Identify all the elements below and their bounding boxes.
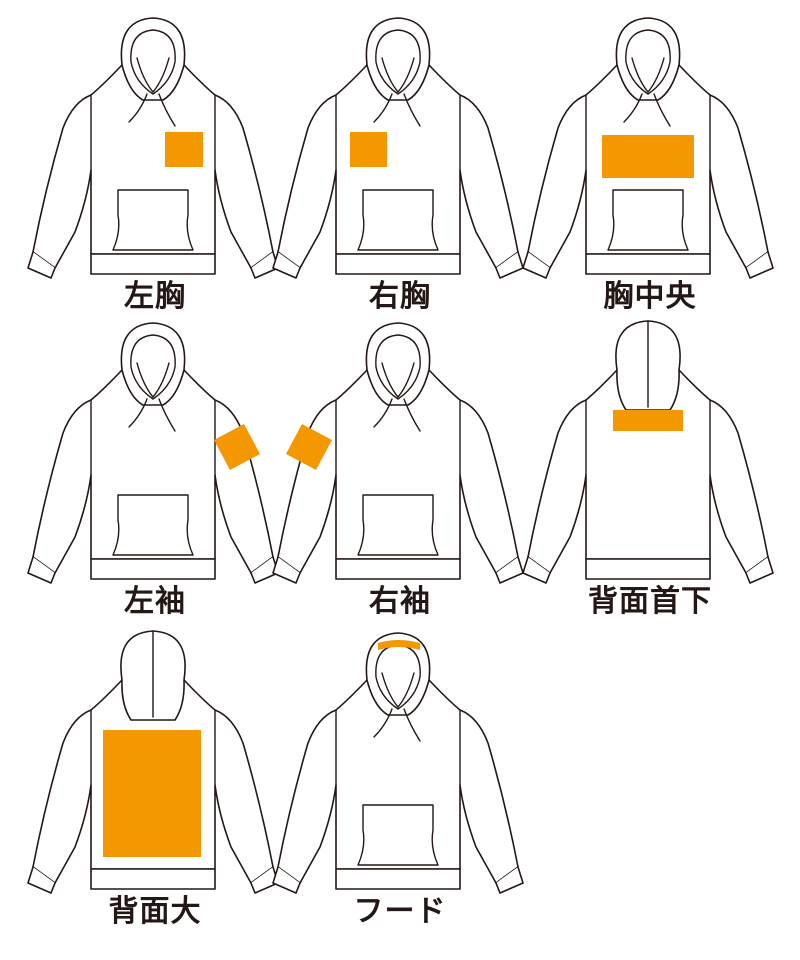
print-area-left-sleeve bbox=[214, 424, 260, 470]
right-cuff bbox=[745, 556, 774, 584]
right-cuff bbox=[495, 251, 524, 279]
placement-label: 右胸 bbox=[369, 279, 431, 314]
drawstring-icon bbox=[403, 708, 421, 742]
print-area-center-chest bbox=[602, 135, 694, 178]
drawstring-icon bbox=[158, 93, 176, 127]
placement-label: フード bbox=[353, 894, 447, 929]
left-cuff bbox=[522, 556, 551, 584]
left-cuff bbox=[272, 866, 301, 894]
drawstring-icon bbox=[403, 93, 421, 127]
waistband bbox=[585, 558, 711, 580]
hood-opening bbox=[375, 29, 421, 95]
drawstring-icon bbox=[623, 93, 643, 123]
pocket bbox=[112, 189, 194, 251]
placement-option-right-chest: 右胸 bbox=[270, 10, 530, 330]
hoodie-front-illustration bbox=[272, 632, 524, 894]
placement-label: 背面首下 bbox=[588, 584, 712, 619]
placement-label: 右袖 bbox=[369, 584, 431, 619]
hood bbox=[615, 17, 681, 101]
drawstring-icon bbox=[158, 398, 176, 432]
pocket bbox=[357, 494, 439, 556]
hoodie-front-illustration bbox=[27, 17, 279, 279]
hood bbox=[120, 322, 186, 406]
waistband bbox=[335, 868, 461, 890]
waistband bbox=[90, 253, 216, 275]
drawstring-icon bbox=[373, 708, 393, 738]
placement-label: 左胸 bbox=[124, 279, 186, 314]
hood-fold bbox=[136, 362, 170, 398]
placement-option-left-sleeve: 左袖 bbox=[25, 315, 285, 635]
print-area-left-chest bbox=[165, 132, 203, 167]
waistband bbox=[585, 253, 711, 275]
hoodie-front-illustration bbox=[272, 322, 524, 584]
right-cuff bbox=[745, 251, 774, 279]
hood-fold bbox=[381, 362, 415, 398]
waistband bbox=[90, 868, 216, 890]
placement-option-back-neck: 背面首下 bbox=[520, 315, 780, 635]
left-cuff bbox=[272, 251, 301, 279]
print-area-right-chest bbox=[350, 132, 387, 167]
hoodie-back-illustration bbox=[27, 630, 279, 894]
pocket bbox=[357, 189, 439, 251]
left-cuff bbox=[27, 251, 56, 279]
pocket bbox=[607, 189, 689, 251]
right-cuff bbox=[495, 866, 524, 894]
placement-label: 背面大 bbox=[108, 894, 202, 929]
hood bbox=[365, 322, 431, 406]
waistband bbox=[335, 253, 461, 275]
hoodie-front-illustration bbox=[272, 17, 524, 279]
drawstring-icon bbox=[128, 398, 148, 428]
left-cuff bbox=[272, 556, 301, 584]
right-cuff bbox=[495, 556, 524, 584]
drawstring-icon bbox=[373, 398, 393, 428]
placement-option-center-chest: 胸中央 bbox=[520, 10, 780, 330]
waistband bbox=[335, 558, 461, 580]
placement-option-left-chest: 左胸 bbox=[25, 10, 285, 330]
drawstring-icon bbox=[403, 398, 421, 432]
left-cuff bbox=[27, 556, 56, 584]
hood-fold bbox=[631, 57, 665, 93]
hood-opening bbox=[375, 334, 421, 400]
hoodie-front-illustration bbox=[27, 322, 279, 584]
placement-option-hood: フード bbox=[270, 625, 530, 945]
print-area-back-large bbox=[103, 730, 201, 857]
hood-opening bbox=[130, 29, 176, 95]
hood-fold bbox=[381, 57, 415, 93]
hood bbox=[120, 17, 186, 101]
hood-opening bbox=[625, 29, 671, 95]
hood bbox=[365, 632, 431, 716]
hood-opening bbox=[375, 644, 421, 710]
hoodie-back-illustration bbox=[522, 320, 774, 584]
print-area-back-neck bbox=[613, 410, 683, 431]
placement-label: 胸中央 bbox=[603, 279, 697, 314]
waistband bbox=[90, 558, 216, 580]
hood-opening bbox=[130, 334, 176, 400]
pocket bbox=[357, 804, 439, 866]
placement-option-back-large: 背面大 bbox=[25, 625, 285, 945]
hood bbox=[365, 17, 431, 101]
left-cuff bbox=[27, 866, 56, 894]
hood-fold bbox=[381, 672, 415, 708]
hoodie-front-illustration bbox=[522, 17, 774, 279]
left-cuff bbox=[522, 251, 551, 279]
drawstring-icon bbox=[128, 93, 148, 123]
drawstring-icon bbox=[653, 93, 671, 127]
hood-fold bbox=[136, 57, 170, 93]
placement-option-right-sleeve: 右袖 bbox=[270, 315, 530, 635]
print-area-right-sleeve bbox=[286, 424, 332, 470]
placement-label: 左袖 bbox=[124, 584, 186, 619]
pocket bbox=[112, 494, 194, 556]
print-area-hood bbox=[378, 640, 420, 650]
drawstring-icon bbox=[373, 93, 393, 123]
